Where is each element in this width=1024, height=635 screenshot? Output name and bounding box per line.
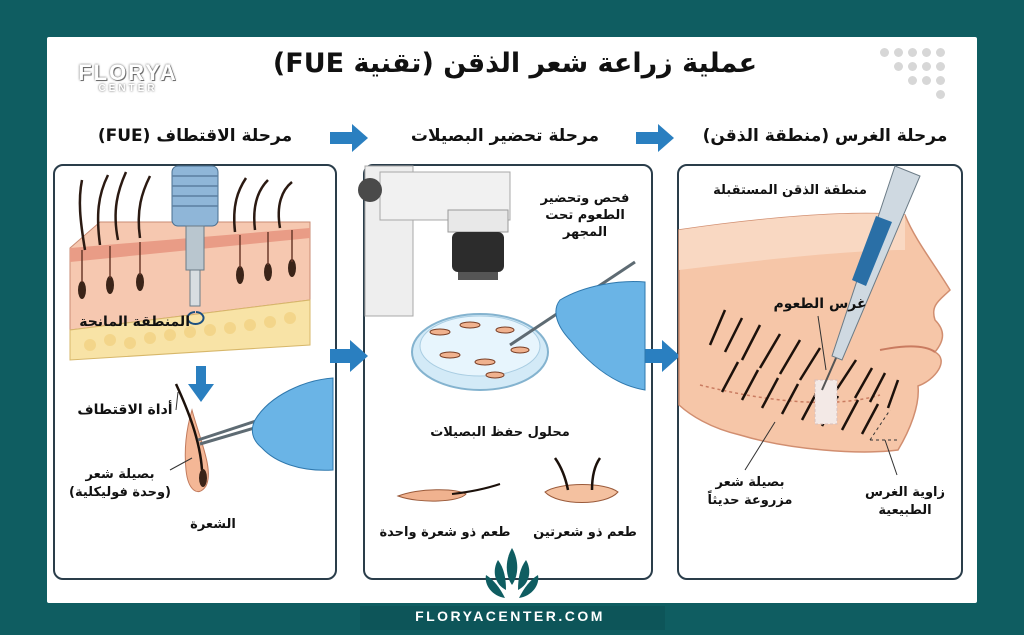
gloved-hand-icon xyxy=(251,377,334,471)
label-solution: محلول حفظ البصيلات xyxy=(430,425,570,440)
chin-profile-illustration xyxy=(678,212,951,453)
arrow-right-icon xyxy=(330,124,368,152)
petri-dish-illustration xyxy=(411,313,549,391)
stage-title-implantation: مرحلة الغرس (منطقة الذقن) xyxy=(702,126,948,146)
label-single-graft: طعم ذو شعرة واحدة xyxy=(379,525,511,540)
gloved-hand-icon xyxy=(555,281,646,391)
label-exam-line2: الطعوم تحت xyxy=(545,208,625,223)
skin-cross-section-illustration xyxy=(69,171,311,361)
extracted-follicle-illustration xyxy=(174,383,209,492)
label-angle-line2: الطبيعية xyxy=(878,503,932,518)
brand-logo: FLORYA CENTER xyxy=(68,60,188,94)
label-double-graft: طعم ذو شعرتين xyxy=(533,525,637,540)
arrow-right-icon xyxy=(330,340,368,372)
double-hair-graft-illustration xyxy=(544,457,619,503)
arrow-right-icon xyxy=(640,340,680,372)
label-implanted-line2: مزروعة حديثاً xyxy=(707,493,793,508)
label-follicle-line1: بصيلة شعر xyxy=(85,467,155,482)
website-url[interactable]: FLORYACENTER.COM xyxy=(415,608,605,624)
page-title: عملية زراعة شعر الذقن (تقنية FUE) xyxy=(272,48,758,79)
implanter-pen-icon xyxy=(821,165,921,391)
label-exam-line1: فحص وتحضير xyxy=(540,191,630,206)
single-hair-graft-illustration xyxy=(396,483,501,502)
arrow-down-icon xyxy=(188,366,214,402)
fue-punch-tool-icon xyxy=(171,165,219,325)
label-hair: الشعرة xyxy=(190,517,236,532)
label-angle-line1: زاوية الغرس xyxy=(864,485,945,500)
arrow-right-icon xyxy=(636,124,674,152)
brand-emblem-icon xyxy=(485,548,539,598)
label-implanted-line1: بصيلة شعر xyxy=(715,475,785,490)
logo-main-text: FLORYA xyxy=(78,60,178,85)
stage-title-preparation: مرحلة تحضير البصيلات xyxy=(410,126,600,146)
logo-sub-text: CENTER xyxy=(98,83,158,94)
label-extraction-tool: أداة الاقتطاف xyxy=(77,402,173,418)
label-implant-grafts: غرس الطعوم xyxy=(773,296,867,312)
label-donor-area: المنطقة المانحة xyxy=(79,314,190,330)
label-exam-line3: المجهر xyxy=(562,225,608,240)
microscope-illustration xyxy=(358,165,511,317)
stage-title-extraction: مرحلة الاقتطاف (FUE) xyxy=(97,126,293,146)
label-follicle-line2: (وحدة فوليكلية) xyxy=(69,485,171,500)
label-recipient-area: منطقة الذقن المستقبلة xyxy=(713,183,867,198)
